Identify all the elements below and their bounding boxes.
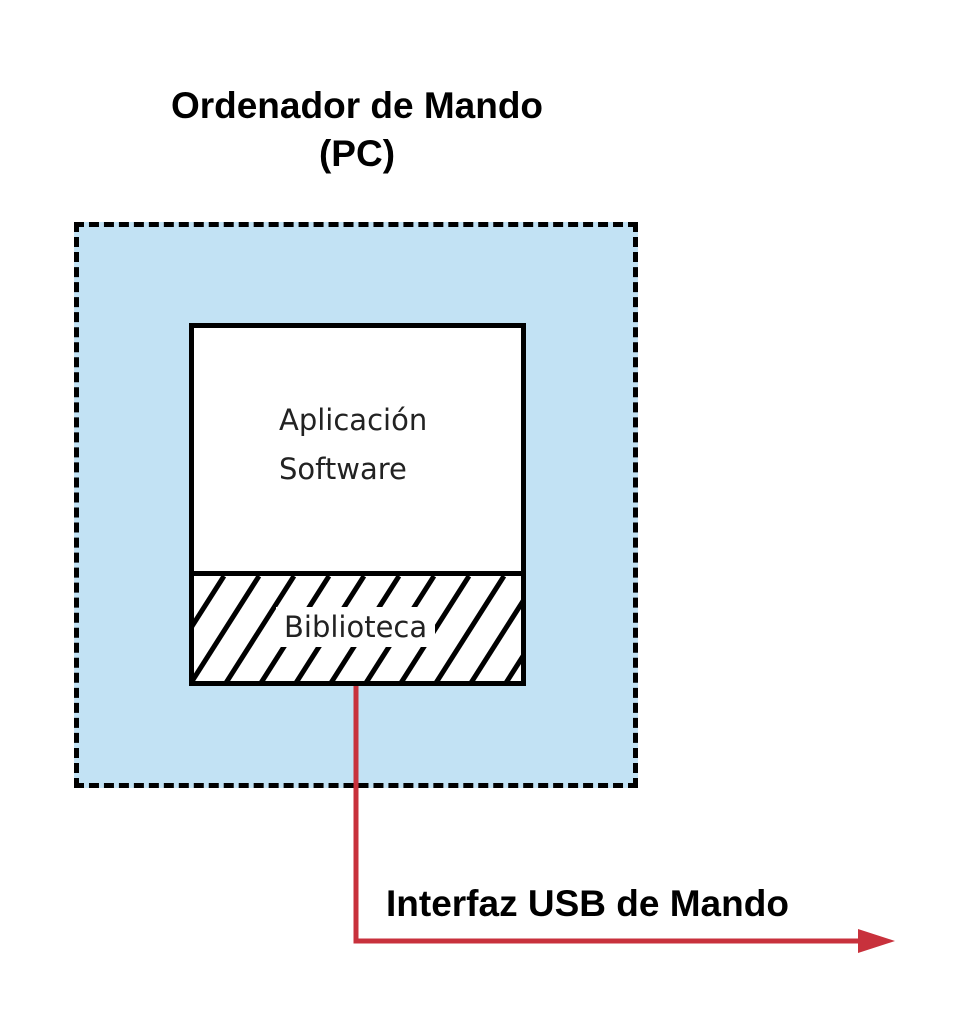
diagram-title: Ordenador de Mando (PC) — [57, 82, 657, 178]
app-label-line-2: Software — [279, 452, 407, 486]
library-block: Biblioteca — [194, 571, 521, 681]
library-label: Biblioteca — [276, 607, 436, 647]
arrowhead-icon — [858, 929, 895, 953]
title-line-1: Ordenador de Mando — [170, 85, 544, 126]
usb-interface-label: Interfaz USB de Mando — [386, 883, 789, 924]
application-software-label: Aplicación Software — [279, 396, 427, 494]
title-line-2: (PC) — [318, 133, 396, 174]
software-stack-box: Aplicación Software Biblioteca — [189, 323, 526, 686]
app-label-line-1: Aplicación — [279, 403, 428, 437]
